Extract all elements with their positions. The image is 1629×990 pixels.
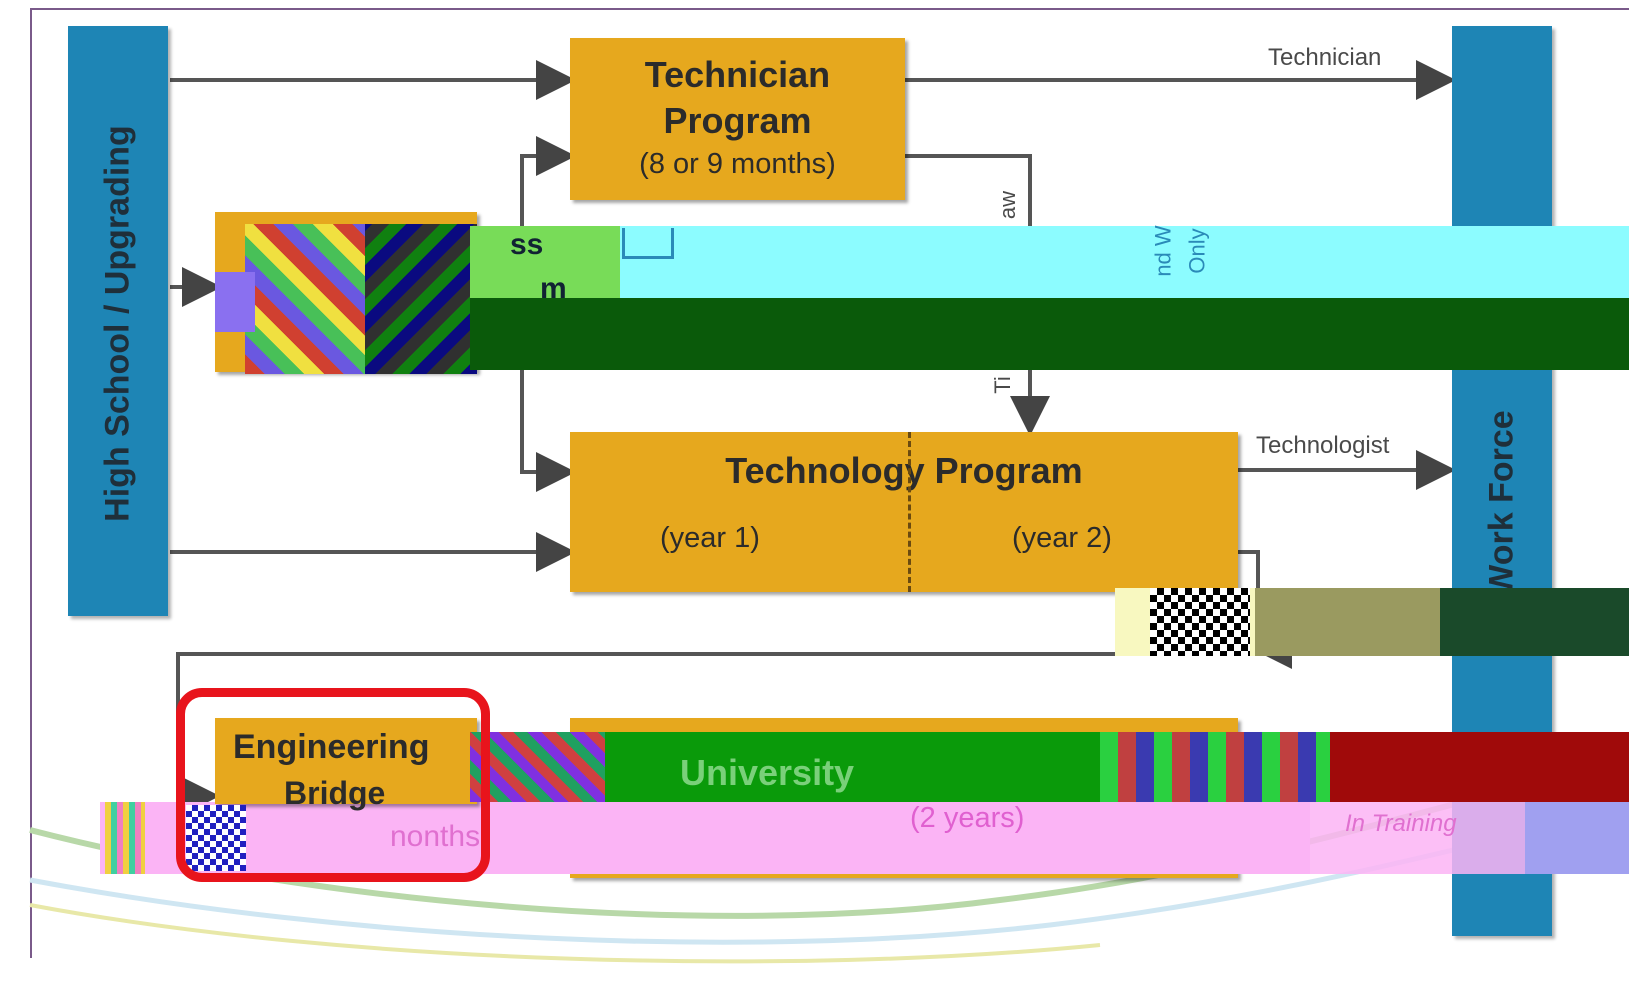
technician-program-box: Technician Program (8 or 9 months) (570, 38, 905, 200)
engineering-bridge-title: Engineering (233, 728, 430, 766)
engineering-bridge-title2: Bridge (284, 775, 386, 811)
access-title-fragment: ss (510, 228, 544, 261)
cyan-bracket (622, 228, 674, 259)
university-duration: (2 years) (910, 802, 1025, 834)
glitch-university-green (600, 732, 1100, 802)
high-school-label: High School / Upgrading (98, 125, 137, 522)
edge-label-cyan2: Only (1184, 228, 1210, 274)
year-divider (908, 432, 911, 592)
glitch-band-lightgreen (470, 226, 620, 298)
technology-program-box: Technology Program (year 1) (year 2) (570, 432, 1238, 592)
university-title: University (680, 752, 855, 793)
glitch-bridge-side (470, 732, 605, 802)
technician-program-title2: Program (663, 100, 812, 141)
glitch-darkgreen (1440, 588, 1629, 656)
edge-label-technician: Technician (1268, 44, 1382, 71)
edge-label-technologist: Technologist (1256, 432, 1390, 459)
university-extra: In Training (1345, 810, 1457, 837)
edge-label-vertical-bottom: Ti (989, 376, 1015, 394)
glitch-block-access (245, 224, 365, 374)
technology-year1: (year 1) (660, 522, 760, 554)
technology-year2: (year 2) (1012, 522, 1112, 554)
glitch-stripes (105, 802, 145, 874)
glitch-band-pink-2 (1310, 802, 1525, 874)
glitch-block-access-2 (365, 224, 477, 374)
technician-program-title: Technician (644, 54, 831, 95)
edge-label-cyan1: nd W (1150, 225, 1176, 277)
engineering-bridge-box: Engineering (215, 718, 477, 804)
high-school-pillar: High School / Upgrading (68, 26, 168, 616)
technician-program-duration: (8 or 9 months) (639, 148, 836, 180)
glitch-university-red (1330, 732, 1629, 802)
glitch-olive (1255, 588, 1450, 656)
edge-label-vertical-top: aw (995, 190, 1021, 220)
glitch-checker (1150, 588, 1250, 656)
glitch-university-multi (1100, 732, 1330, 802)
glitch-band-pink (100, 802, 1310, 874)
access-program-box (215, 212, 477, 374)
glitch-block-access-3 (215, 272, 255, 332)
glitch-band-green (470, 298, 1629, 370)
technology-program-title: Technology Program (725, 450, 1083, 491)
engineering-bridge-duration: nonths (390, 820, 481, 853)
decorative-swoosh-3 (29, 903, 1101, 964)
glitch-band-cyan (620, 226, 1629, 298)
glitch-band-lavender (1525, 802, 1629, 874)
access-title-fragment2: m (540, 272, 567, 305)
diagram-frame (30, 8, 1629, 958)
highlight-box (176, 688, 490, 882)
